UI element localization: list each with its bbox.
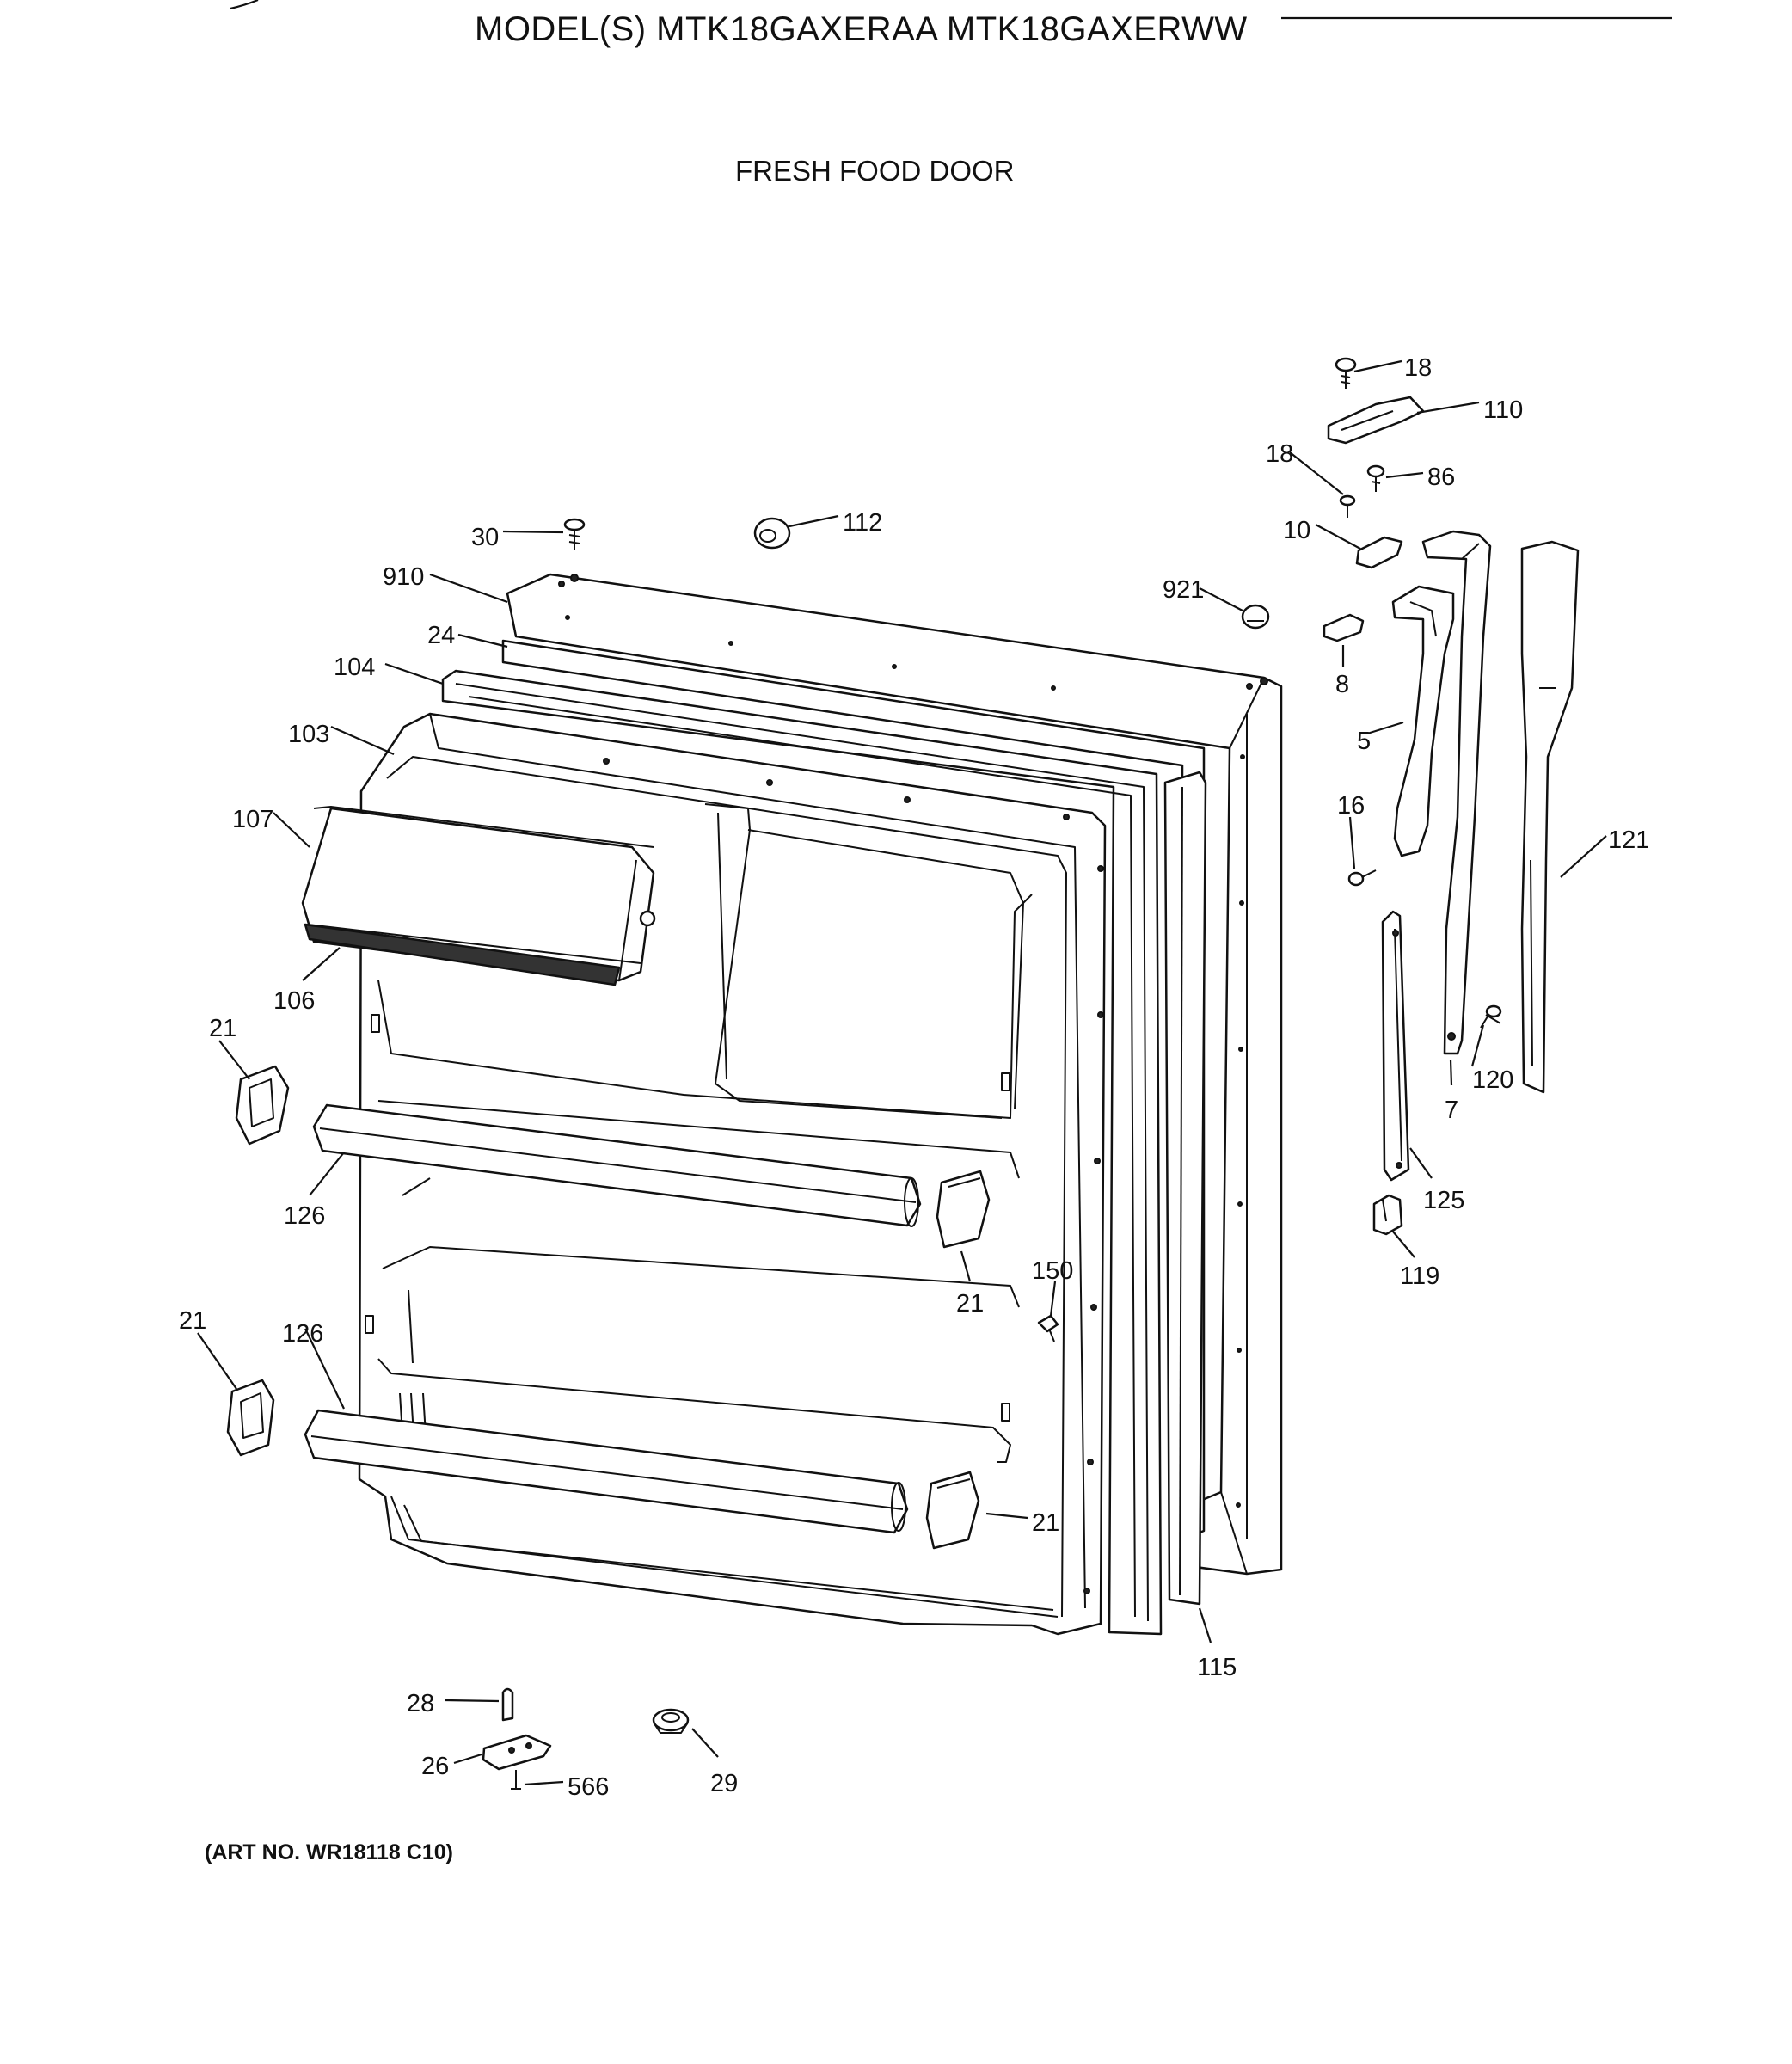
outer-door-panel [506,573,1283,1576]
callout-115: 115 [1197,1654,1237,1681]
dairy-compartment [301,806,656,986]
door-bar-lower [304,1409,909,1534]
callout-125: 125 [1423,1187,1464,1214]
callout-150: 150 [1032,1257,1073,1285]
screw-16 [1347,869,1377,887]
callout-7: 7 [1445,1096,1458,1124]
door-bar-upper [312,1103,922,1227]
callout-5: 5 [1357,728,1371,755]
bracket-8 [1323,613,1365,642]
screw-18-top [1335,357,1357,389]
callout-8: 8 [1335,671,1349,698]
callout-121: 121 [1608,826,1649,854]
bar-support-upper-right [936,1170,991,1249]
callout-16: 16 [1337,792,1365,820]
callout-30: 30 [471,524,499,551]
callout-10: 10 [1283,517,1310,544]
screw-30 [563,518,586,550]
callout-106: 106 [273,987,315,1015]
screw-150 [1037,1314,1059,1342]
screw-120 [1480,1004,1502,1029]
callout-126-upper: 126 [284,1202,325,1230]
callout-28: 28 [407,1690,434,1717]
screw-18-mid [1339,494,1356,518]
callout-104: 104 [334,654,375,681]
callout-18-top: 18 [1404,354,1432,382]
model-title: MODEL(S) MTK18GAXERAA MTK18GAXERWW [475,10,1248,48]
screw-86 [1366,464,1385,492]
door-gasket-115 [1163,771,1207,1606]
handle-trim-121 [1520,540,1580,1094]
callout-126-lower: 126 [282,1320,323,1348]
plug-button-921 [1241,604,1270,630]
hinge-bushing-119 [1372,1194,1403,1236]
callout-18-mid: 18 [1266,440,1293,468]
callout-86: 86 [1427,464,1455,491]
callout-103: 103 [288,721,329,748]
callout-21-lower-left: 21 [179,1307,206,1335]
hinge-arm-5 [1391,585,1455,857]
stop-bracket-125 [1381,910,1410,1182]
callout-21-upper-right: 21 [956,1290,984,1318]
door-gasket [441,669,1163,1636]
bar-support-lower-left [226,1379,275,1457]
callout-107: 107 [232,806,273,833]
top-hinge-7 [1421,530,1492,1055]
callout-26: 26 [421,1753,449,1780]
callout-29: 29 [710,1770,738,1797]
callout-921: 921 [1163,576,1204,604]
bushing-29 [652,1708,690,1734]
screw-566 [511,1770,521,1790]
hinge-bracket-10 [1355,536,1403,569]
callout-110: 110 [1483,396,1523,424]
art-number: (ART NO. WR18118 C10) [205,1840,453,1864]
callout-910: 910 [383,563,424,591]
leader-lines [197,359,1607,1786]
bar-support-upper-left [235,1065,290,1146]
callout-24: 24 [427,622,455,649]
plug-button-112 [753,517,791,550]
door-stop-28 [501,1687,514,1722]
corner-mark [230,0,259,10]
callout-120: 120 [1472,1066,1513,1094]
section-title: FRESH FOOD DOOR [735,155,1015,187]
callout-21-lower-right: 21 [1032,1509,1059,1537]
callout-21-upper-left: 21 [209,1015,236,1042]
bar-support-lower-right [925,1471,980,1550]
callout-119: 119 [1400,1262,1439,1290]
hinge-cover-110 [1327,396,1425,445]
hinge-plate-26 [482,1734,552,1771]
callout-labels: 18 110 18 86 10 30 112 910 921 24 104 8 … [179,354,1649,1801]
callout-566: 566 [568,1773,609,1801]
callout-112: 112 [843,509,882,537]
